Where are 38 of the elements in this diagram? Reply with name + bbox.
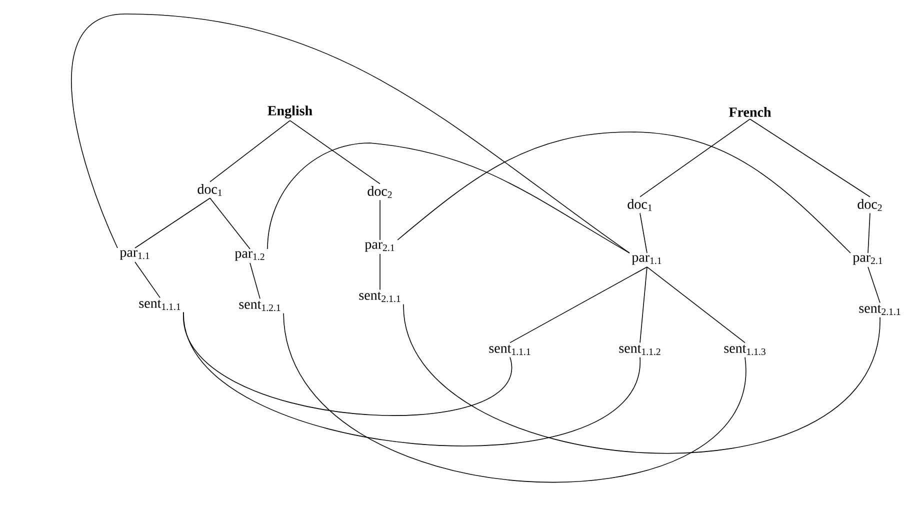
tree-branch (510, 266, 648, 344)
tree-branch (134, 198, 210, 248)
tree-branch (290, 120, 380, 184)
alignment-curve (183, 312, 640, 446)
tree-branch (210, 198, 250, 250)
tree-node-label: sent$_{1.1.2}$ (619, 344, 660, 356)
alignment-curve (71, 14, 630, 254)
tree-node-label: doc$_{1}$ (198, 184, 222, 196)
tree-node-label: sent$_{2.1.1}$ (359, 292, 400, 302)
tree-branch (868, 266, 880, 304)
tree-branch (868, 212, 870, 254)
alignment-curve (267, 142, 630, 254)
tree-node-label: par$_{2.1}$ (852, 255, 882, 265)
tree-node-label: sent$_{1.2.1}$ (239, 300, 280, 312)
tree-branch (134, 262, 160, 298)
tree-node-label: sent$_{2.1.1}$ (859, 304, 900, 316)
tree-node-label: doc$_{2}$ (858, 199, 882, 211)
tree-node-label: par$_{1.2}$ (234, 251, 264, 261)
tree-branch (750, 118, 870, 198)
tree-node-label: par$_{2.1}$ (364, 242, 394, 252)
alignment-curve (403, 304, 880, 454)
tree-branch (640, 212, 648, 254)
tree-node-label: doc$_{1}$ (628, 199, 652, 211)
tree-node-label: sent$_{1.1.1}$ (489, 344, 530, 356)
tree-branch (250, 262, 260, 300)
tree-node-label: sent$_{1.1.3}$ (724, 344, 766, 356)
tree-root-label: French (728, 107, 772, 117)
tree-branch (210, 120, 290, 182)
alignment-curve (397, 132, 851, 254)
tree-branch (646, 266, 746, 344)
tree-node-label: sent$_{1.1.1}$ (139, 300, 180, 310)
tree-node-label: par$_{1.1}$ (120, 250, 150, 260)
tree-branch (640, 266, 648, 344)
tree-node-label: par$_{1.1}$ (632, 255, 662, 265)
tree-node-label: doc$_{2}$ (368, 186, 392, 198)
tree-root-label: English (268, 106, 312, 118)
alignment-curve (283, 312, 746, 482)
tree-branch (640, 118, 750, 198)
